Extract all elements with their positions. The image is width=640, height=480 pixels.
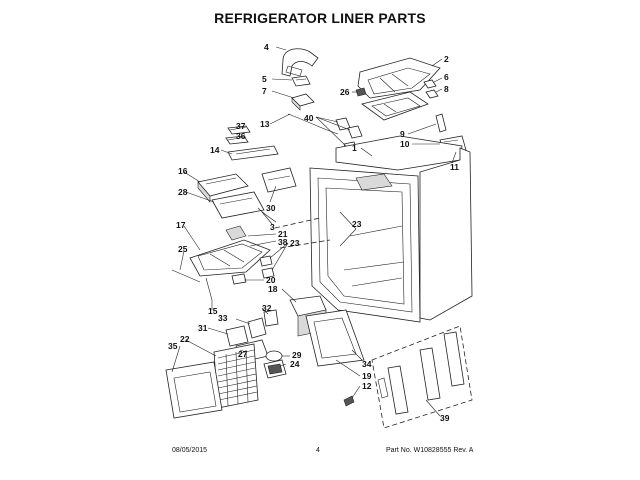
part-24-motor	[263, 359, 287, 379]
callout-6: 6	[444, 72, 449, 82]
callout-labels: 1 2 3 4 5 6 7 8 9 10 11 12 13 14 15 16 1…	[168, 42, 459, 423]
part-7-block	[291, 93, 315, 111]
callout-21: 21	[278, 229, 288, 239]
part-12-screw	[343, 395, 355, 407]
part-9-lamp-socket	[435, 113, 447, 133]
callout-40: 40	[304, 113, 314, 123]
callout-19: 19	[362, 371, 372, 381]
callout-14: 14	[210, 145, 220, 155]
part-3-wire	[257, 207, 277, 223]
callout-37: 37	[236, 121, 246, 131]
callout-13: 13	[260, 119, 270, 129]
part-17-cover-assembly	[189, 225, 271, 277]
part-30-tray	[261, 167, 297, 193]
part-14-strip	[227, 145, 279, 161]
callout-36: 36	[236, 131, 246, 141]
callout-28: 28	[178, 187, 188, 197]
leader-lines	[171, 46, 457, 417]
callout-18: 18	[268, 284, 278, 294]
part-29-fan	[265, 350, 283, 362]
part-32-cup	[263, 309, 279, 327]
part-1-liner	[309, 135, 473, 323]
part-8-clip	[425, 89, 439, 99]
callout-22: 22	[180, 334, 190, 344]
footer-page-number: 4	[316, 447, 320, 454]
callout-38: 38	[278, 237, 288, 247]
part-31-bracket	[225, 325, 249, 347]
part-6-clip	[423, 79, 437, 89]
part-39-rails	[377, 331, 465, 415]
callout-10: 10	[400, 139, 410, 149]
callout-2: 2	[444, 54, 449, 64]
control-housing	[361, 91, 429, 121]
callout-16: 16	[178, 166, 188, 176]
part-2-top-housing	[357, 57, 441, 99]
callout-7: 7	[262, 86, 267, 96]
callout-25: 25	[178, 244, 188, 254]
diagram-title: REFRIGERATOR LINER PARTS	[214, 10, 426, 26]
callout-1: 1	[352, 143, 357, 153]
part-34-tray	[305, 309, 365, 367]
part-4-duct	[281, 48, 319, 77]
callout-33: 33	[218, 313, 228, 323]
part-25-rod	[171, 269, 201, 283]
part-23-sensors-left	[259, 255, 275, 279]
callout-34: 34	[362, 359, 372, 369]
callout-3: 3	[270, 222, 275, 232]
callout-15: 15	[208, 306, 218, 316]
dashed-line-lower	[279, 239, 331, 249]
part-15-wire	[205, 277, 213, 301]
callout-11: 11	[450, 162, 459, 172]
part-20-clip	[231, 273, 247, 285]
part-16-control-module	[197, 173, 249, 203]
footer-part-number: Part No. W10828555 Rev. A	[386, 447, 474, 454]
callout-27: 27	[238, 349, 248, 359]
part-36-cover	[225, 135, 249, 145]
callout-39: 39	[440, 413, 450, 423]
part-5-bracket	[291, 75, 311, 87]
callout-5: 5	[262, 74, 267, 84]
callout-29: 29	[292, 350, 302, 360]
callout-26: 26	[340, 87, 350, 97]
footer-date: 08/05/2015	[172, 447, 208, 454]
callout-23-liner: 23	[352, 219, 362, 229]
callout-31: 31	[198, 323, 208, 333]
part-13-wire	[287, 113, 339, 135]
callout-35: 35	[168, 341, 178, 351]
dashed-group-39	[371, 325, 473, 429]
part-28-panel	[211, 191, 265, 219]
callout-23-sensors: 23	[290, 238, 300, 248]
part-22-evaporator	[213, 343, 259, 409]
part-33-bracket	[247, 317, 267, 339]
part-26-knob	[355, 87, 367, 97]
part-37-cover	[227, 125, 251, 135]
callout-24: 24	[290, 359, 300, 369]
callout-20: 20	[266, 275, 276, 285]
part-35-back-panel	[165, 361, 223, 419]
callout-17: 17	[176, 220, 186, 230]
callout-9: 9	[400, 129, 405, 139]
callout-8: 8	[444, 84, 449, 94]
callout-32: 32	[262, 303, 272, 313]
callout-30: 30	[266, 203, 276, 213]
callout-4: 4	[264, 42, 269, 52]
callout-12: 12	[362, 381, 372, 391]
